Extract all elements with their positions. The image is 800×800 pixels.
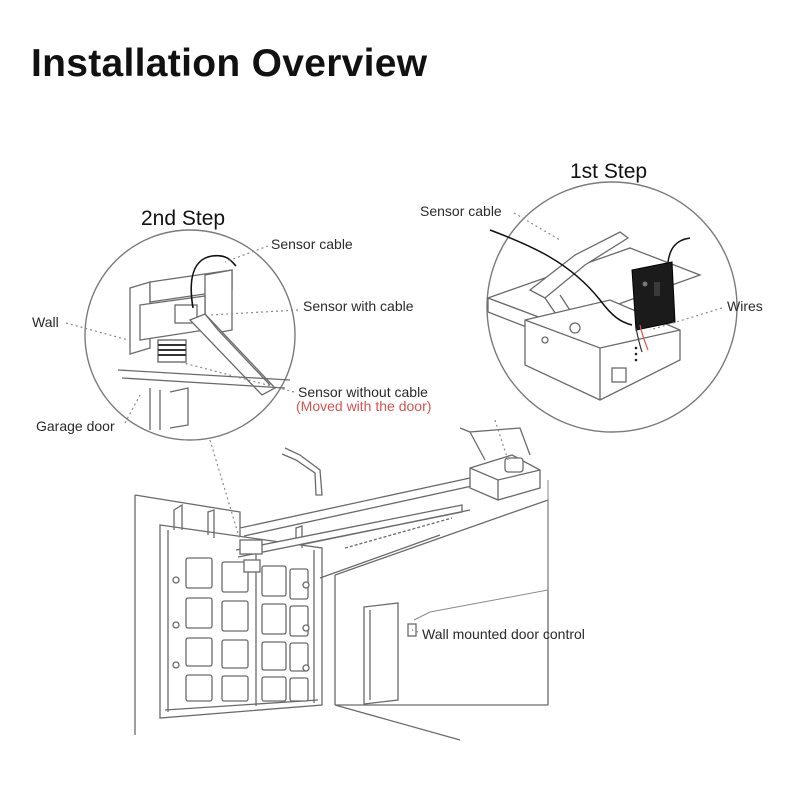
door-panels	[185, 552, 309, 706]
zoom-circle-right	[486, 181, 738, 433]
sensor-plate	[157, 339, 187, 363]
label-moved-with-door: (Moved with the door)	[296, 398, 431, 414]
garage-scene	[134, 427, 549, 741]
label-wall: Wall	[32, 314, 59, 330]
opener-unit	[459, 427, 541, 501]
step-1-label: 1st Step	[570, 160, 647, 183]
zoom-circle-left	[84, 229, 296, 441]
label-wires: Wires	[727, 298, 763, 314]
door-rollers	[172, 576, 310, 672]
page-title: Installation Overview	[31, 42, 428, 85]
label-garage-door: Garage door	[36, 418, 115, 434]
label-sensor-with-cable: Sensor with cable	[303, 298, 414, 314]
label-wall-control: Wall mounted door control	[422, 626, 585, 642]
label-sensor-without-cable: Sensor without cable	[298, 384, 428, 400]
label-sensor-cable-left: Sensor cable	[271, 236, 353, 252]
label-sensor-cable-right: Sensor cable	[420, 203, 502, 219]
control-box	[631, 261, 676, 331]
step-2-label: 2nd Step	[141, 207, 225, 230]
leader-lines	[65, 212, 723, 633]
